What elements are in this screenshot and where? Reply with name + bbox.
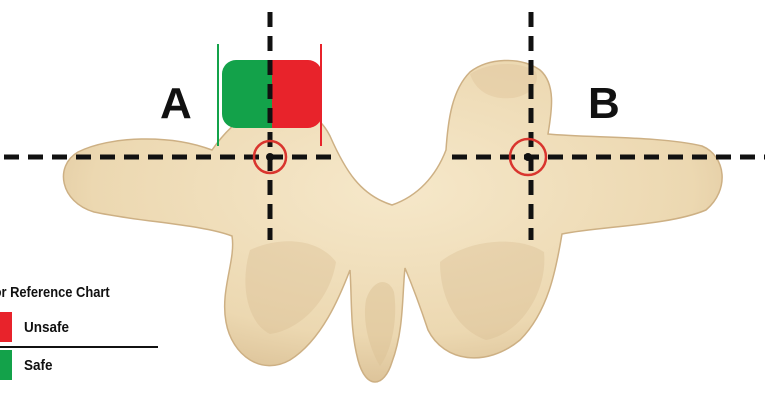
unsafe-swatch [0, 312, 12, 342]
safe-swatch [0, 350, 12, 380]
legend-divider [0, 346, 158, 348]
legend-label-safe: Safe [24, 357, 53, 374]
legend-label-unsafe: Unsafe [24, 319, 69, 336]
legend-title: lor Reference Chart [0, 284, 110, 301]
label-b: B [588, 82, 620, 126]
label-a: A [160, 82, 192, 126]
